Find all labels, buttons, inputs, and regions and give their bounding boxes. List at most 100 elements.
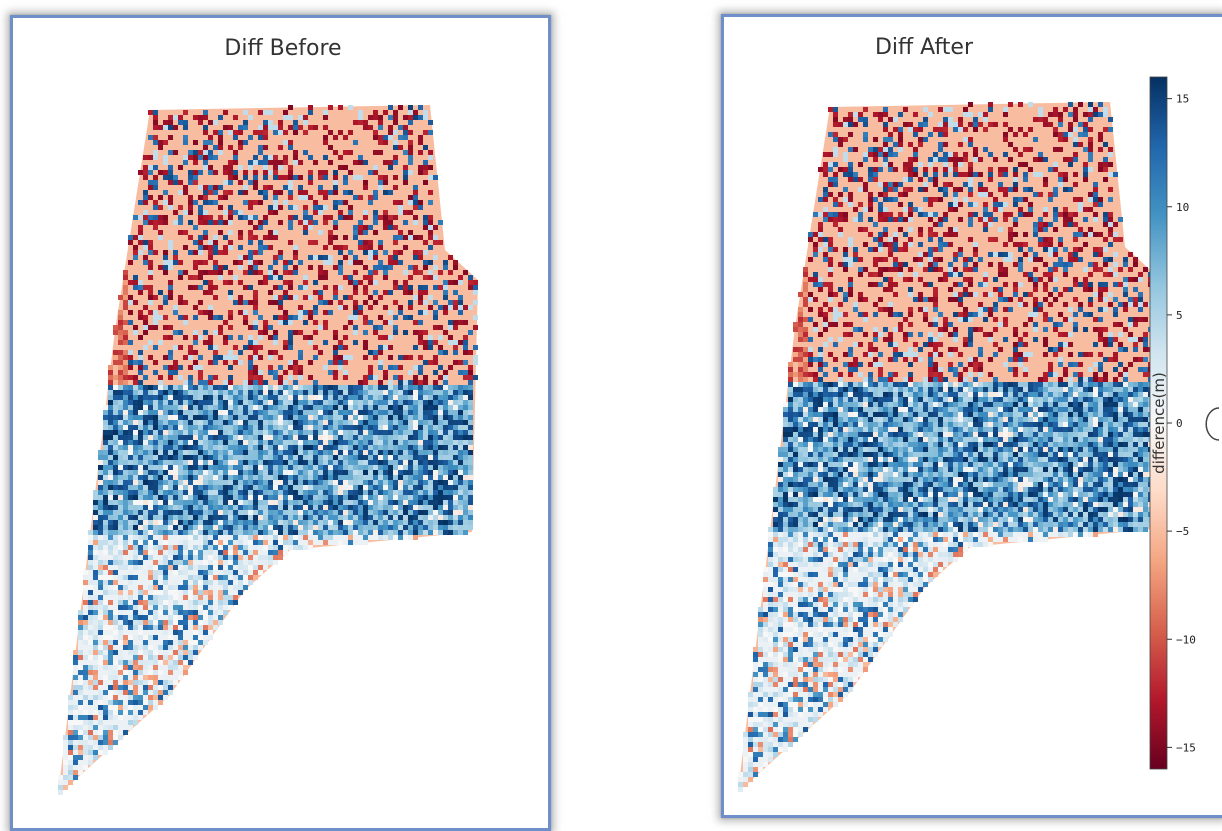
heatmap-before-cell bbox=[193, 565, 198, 570]
heatmap-before-cell bbox=[128, 450, 133, 455]
heatmap-before-cell bbox=[208, 270, 213, 275]
heatmap-before-cell bbox=[148, 245, 153, 250]
heatmap-before-cell bbox=[298, 495, 303, 500]
heatmap-before-cell bbox=[173, 430, 178, 435]
heatmap-before-cell bbox=[278, 470, 283, 475]
heatmap-before-cell bbox=[178, 460, 183, 465]
heatmap-before-cell bbox=[88, 550, 93, 555]
heatmap-before-cell bbox=[243, 530, 248, 535]
heatmap-before-cell bbox=[123, 525, 128, 530]
heatmap-before-cell bbox=[133, 500, 138, 505]
heatmap-before-cell bbox=[293, 215, 298, 220]
heatmap-before-cell bbox=[118, 470, 123, 475]
heatmap-before-cell bbox=[423, 345, 428, 350]
heatmap-before-cell bbox=[423, 260, 428, 265]
heatmap-before-cell bbox=[448, 405, 453, 410]
heatmap-before-cell bbox=[263, 145, 268, 150]
heatmap-before-cell bbox=[193, 475, 198, 480]
heatmap-before-cell bbox=[168, 525, 173, 530]
heatmap-before-cell bbox=[158, 195, 163, 200]
heatmap-before-cell bbox=[408, 230, 413, 235]
heatmap-before-cell bbox=[158, 440, 163, 445]
heatmap-before-cell bbox=[123, 585, 128, 590]
heatmap-before-cell bbox=[143, 390, 148, 395]
heatmap-before-cell bbox=[318, 395, 323, 400]
heatmap-before-cell bbox=[403, 525, 408, 530]
heatmap-before-cell bbox=[378, 530, 383, 535]
heatmap-before-cell bbox=[98, 480, 103, 485]
heatmap-before-cell bbox=[243, 170, 248, 175]
heatmap-before-cell bbox=[303, 410, 308, 415]
heatmap-before-cell bbox=[223, 400, 228, 405]
heatmap-before-cell bbox=[298, 185, 303, 190]
heatmap-before-cell bbox=[378, 215, 383, 220]
heatmap-before-cell bbox=[433, 455, 438, 460]
heatmap-before-cell bbox=[303, 435, 308, 440]
heatmap-before-cell bbox=[278, 490, 283, 495]
heatmap-before-cell bbox=[253, 460, 258, 465]
heatmap-before-cell bbox=[98, 625, 103, 630]
heatmap-before-cell bbox=[193, 525, 198, 530]
heatmap-before-cell bbox=[243, 140, 248, 145]
heatmap-before-cell bbox=[268, 425, 273, 430]
heatmap-before-cell bbox=[418, 150, 423, 155]
heatmap-before-cell bbox=[228, 430, 233, 435]
heatmap-before-cell bbox=[343, 135, 348, 140]
heatmap-before-cell bbox=[168, 125, 173, 130]
heatmap-before-cell bbox=[418, 330, 423, 335]
heatmap-before-cell bbox=[353, 195, 358, 200]
heatmap-before-cell bbox=[408, 130, 413, 135]
heatmap-before-cell bbox=[323, 480, 328, 485]
heatmap-before-cell bbox=[448, 335, 453, 340]
heatmap-before-cell bbox=[248, 375, 253, 380]
heatmap-before-cell bbox=[103, 715, 108, 720]
heatmap-before-cell bbox=[428, 235, 433, 240]
heatmap-before-cell bbox=[128, 585, 133, 590]
heatmap-before-cell bbox=[163, 440, 168, 445]
heatmap-before-cell bbox=[143, 440, 148, 445]
heatmap-before-cell bbox=[128, 240, 133, 245]
heatmap-before-cell bbox=[338, 340, 343, 345]
heatmap-before-cell bbox=[268, 530, 273, 535]
heatmap-before-cell bbox=[293, 410, 298, 415]
heatmap-before-cell bbox=[383, 160, 388, 165]
heatmap-before-cell bbox=[328, 430, 333, 435]
heatmap-before-cell bbox=[303, 195, 308, 200]
heatmap-before-cell bbox=[363, 480, 368, 485]
heatmap-before-cell bbox=[193, 535, 198, 540]
heatmap-before-cell bbox=[93, 660, 98, 665]
heatmap-before-cell bbox=[293, 270, 298, 275]
heatmap-before-cell bbox=[148, 550, 153, 555]
heatmap-before-cell bbox=[418, 505, 423, 510]
heatmap-before-cell bbox=[388, 515, 393, 520]
heatmap-before-cell bbox=[123, 480, 128, 485]
heatmap-before-cell bbox=[233, 355, 238, 360]
heatmap-before-cell bbox=[178, 585, 183, 590]
heatmap-before-cell bbox=[448, 340, 453, 345]
heatmap-before-cell bbox=[473, 315, 478, 320]
heatmap-before-cell bbox=[458, 475, 463, 480]
heatmap-before-cell bbox=[188, 495, 193, 500]
heatmap-before-cell bbox=[348, 190, 353, 195]
heatmap-before-cell bbox=[208, 625, 213, 630]
heatmap-before-cell bbox=[273, 550, 278, 555]
heatmap-before-cell bbox=[238, 295, 243, 300]
heatmap-before-cell bbox=[413, 425, 418, 430]
heatmap-before-cell bbox=[223, 265, 228, 270]
heatmap-before-cell bbox=[448, 530, 453, 535]
heatmap-before-cell bbox=[203, 340, 208, 345]
heatmap-before-cell bbox=[123, 520, 128, 525]
heatmap-before-cell bbox=[453, 420, 458, 425]
heatmap-before-cell bbox=[368, 475, 373, 480]
heatmap-before-cell bbox=[333, 515, 338, 520]
heatmap-before-cell bbox=[238, 465, 243, 470]
heatmap-before-cell bbox=[178, 530, 183, 535]
heatmap-before-cell bbox=[198, 520, 203, 525]
heatmap-before-cell bbox=[438, 345, 443, 350]
heatmap-before-cell bbox=[333, 295, 338, 300]
heatmap-before-cell bbox=[388, 455, 393, 460]
heatmap-before-cell bbox=[348, 430, 353, 435]
heatmap-before-cell bbox=[388, 130, 393, 135]
heatmap-before-cell bbox=[283, 535, 288, 540]
heatmap-before-cell bbox=[128, 605, 133, 610]
